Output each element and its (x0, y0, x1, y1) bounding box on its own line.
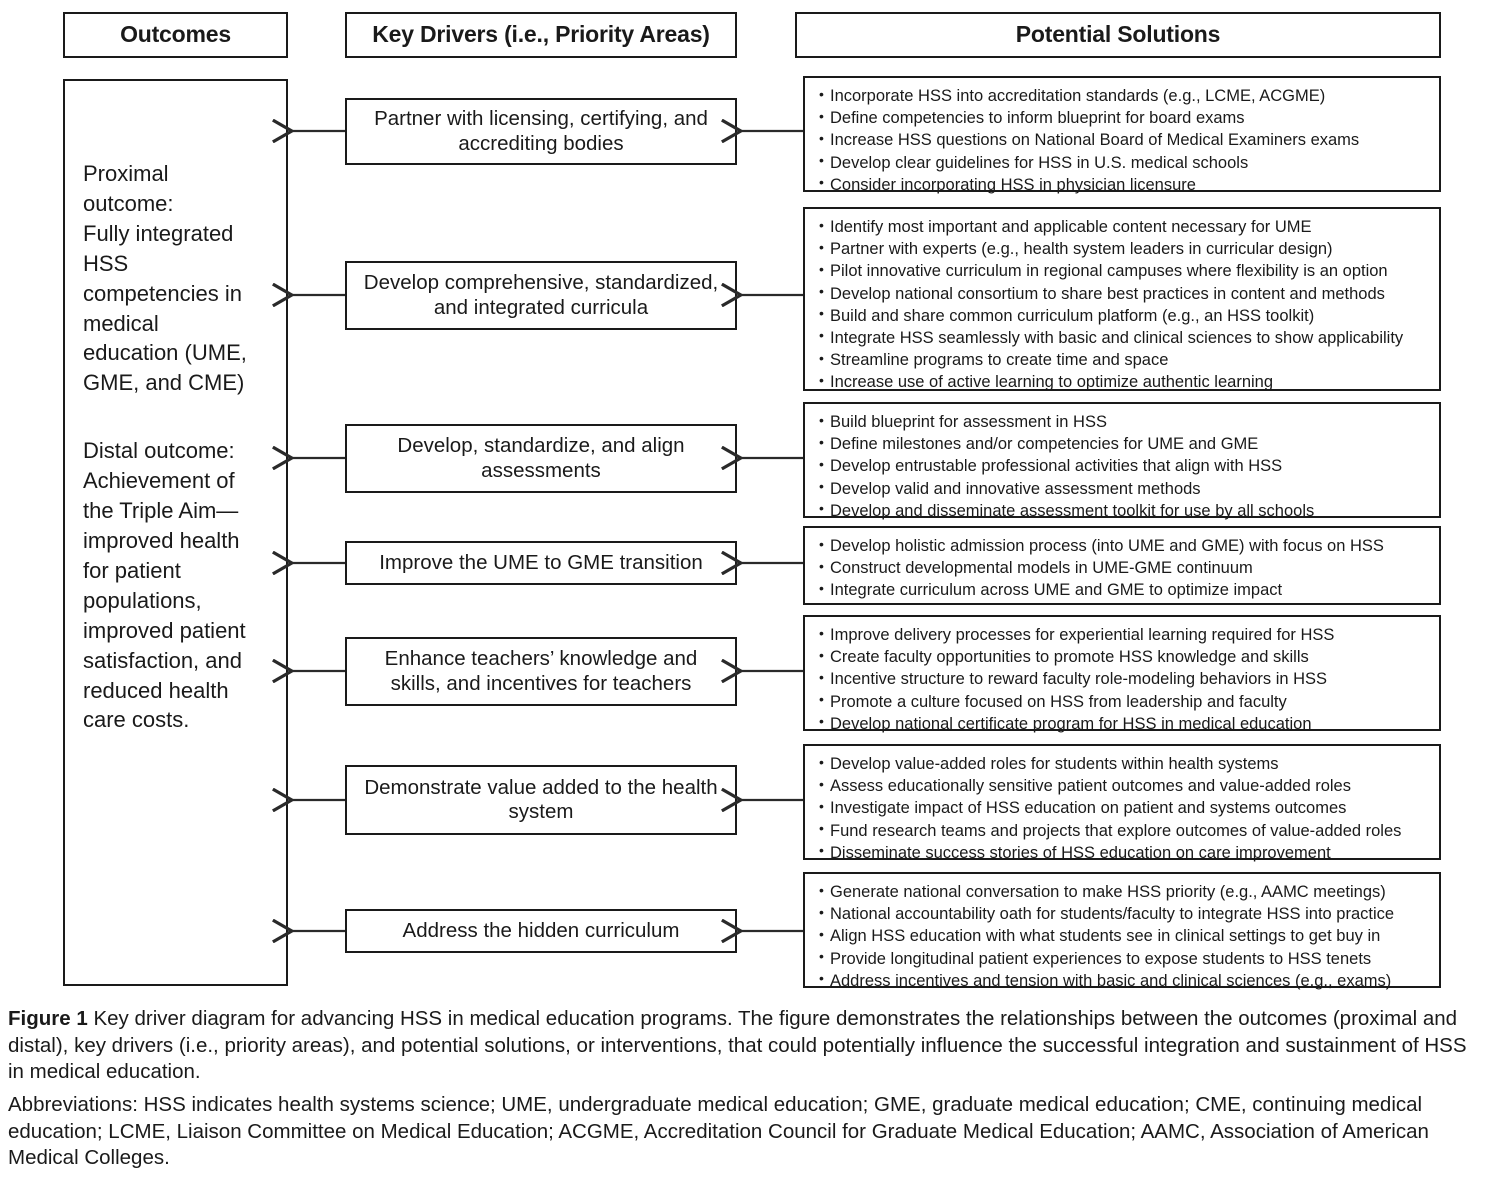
solutions-box-7[interactable]: Generate national conversation to make H… (803, 872, 1441, 990)
solutions-list-1: Incorporate HSS into accreditation stand… (819, 84, 1429, 196)
key-driver-box-3[interactable]: Develop, standardize, and align assessme… (345, 424, 737, 493)
solution-item: Fund research teams and projects that ex… (819, 819, 1429, 842)
solution-item: Incorporate HSS into accreditation stand… (819, 84, 1429, 107)
solution-item: Partner with experts (e.g., health syste… (819, 238, 1429, 260)
solution-item: Define milestones and/or competencies fo… (819, 433, 1429, 455)
solution-item: Pilot innovative curriculum in regional … (819, 260, 1429, 282)
key-driver-label-4: Improve the UME to GME transition (379, 550, 703, 574)
key-driver-label-2: Develop comprehensive, standardized, and… (363, 271, 719, 319)
column-header-key-drivers: Key Drivers (i.e., Priority Areas) (345, 12, 737, 58)
solution-item: Consider incorporating HSS in physician … (819, 173, 1429, 196)
solution-item: Disseminate success stories of HSS educa… (819, 841, 1429, 864)
solution-item: Streamline programs to create time and s… (819, 349, 1429, 371)
key-driver-box-7[interactable]: Address the hidden curriculum (345, 909, 737, 953)
distal-outcome-text: Distal outcome: Achievement of the Tripl… (83, 438, 246, 733)
solution-item: National accountability oath for student… (819, 903, 1429, 925)
column-header-outcomes-label: Outcomes (120, 21, 231, 48)
figure-caption: Figure 1 Key driver diagram for advancin… (8, 1006, 1486, 1086)
outcomes-column-box: Proximal outcome: Fully integrated HSS c… (63, 79, 288, 986)
solution-item: Develop entrustable professional activit… (819, 455, 1429, 477)
solution-item: Construct developmental models in UME-GM… (819, 557, 1429, 579)
solution-item: Build blueprint for assessment in HSS (819, 410, 1429, 433)
solution-item: Generate national conversation to make H… (819, 880, 1429, 903)
figure-label: Figure 1 (8, 1007, 88, 1030)
solutions-list-2: Identify most important and applicable c… (819, 215, 1429, 394)
key-driver-box-5[interactable]: Enhance teachers’ knowledge and skills, … (345, 637, 737, 706)
solution-item: Align HSS education with what students s… (819, 925, 1429, 947)
key-driver-box-4[interactable]: Improve the UME to GME transition (345, 541, 737, 585)
key-driver-box-6[interactable]: Demonstrate value added to the health sy… (345, 765, 737, 835)
solution-item: Address incentives and tension with basi… (819, 969, 1429, 992)
column-header-outcomes: Outcomes (63, 12, 288, 58)
key-driver-label-5: Enhance teachers’ knowledge and skills, … (384, 647, 698, 695)
solutions-list-7: Generate national conversation to make H… (819, 880, 1429, 992)
solutions-list-6: Develop value-added roles for students w… (819, 752, 1429, 864)
solution-item: Increase use of active learning to optim… (819, 371, 1429, 393)
solution-item: Develop national consortium to share bes… (819, 282, 1429, 305)
solution-item: Improve delivery processes for experient… (819, 623, 1429, 646)
solution-item: Integrate curriculum across UME and GME … (819, 579, 1429, 601)
key-driver-box-2[interactable]: Develop comprehensive, standardized, and… (345, 261, 737, 330)
solution-item: Increase HSS questions on National Board… (819, 129, 1429, 151)
solution-item: Incentive structure to reward faculty ro… (819, 668, 1429, 690)
column-header-key-drivers-label: Key Drivers (i.e., Priority Areas) (372, 21, 710, 48)
solution-item: Promote a culture focused on HSS from le… (819, 690, 1429, 713)
solution-item: Develop national certificate program for… (819, 712, 1429, 735)
solution-item: Develop value-added roles for students w… (819, 752, 1429, 775)
solution-item: Develop holistic admission process (into… (819, 534, 1429, 557)
key-driver-label-1: Partner with licensing, certifying, and … (374, 107, 708, 155)
column-header-potential-solutions: Potential Solutions (795, 12, 1441, 58)
key-driver-label-7: Address the hidden curriculum (402, 918, 680, 942)
solutions-box-4[interactable]: Develop holistic admission process (into… (803, 526, 1441, 605)
solutions-box-6[interactable]: Develop value-added roles for students w… (803, 744, 1441, 862)
solutions-list-3: Build blueprint for assessment in HSS De… (819, 410, 1429, 522)
solutions-list-4: Develop holistic admission process (into… (819, 534, 1429, 602)
solution-item: Define competencies to inform blueprint … (819, 107, 1429, 129)
figure-abbreviations: Abbreviations: HSS indicates health syst… (8, 1092, 1486, 1172)
solution-item: Build and share common curriculum platfo… (819, 304, 1429, 327)
solutions-box-1[interactable]: Incorporate HSS into accreditation stand… (803, 76, 1441, 194)
solution-item: Develop and disseminate assessment toolk… (819, 499, 1429, 522)
solution-item: Create faculty opportunities to promote … (819, 646, 1429, 668)
abbreviations-text: Abbreviations: HSS indicates health syst… (8, 1093, 1429, 1170)
arrows-driver-to-outcome (292, 131, 345, 931)
figure-caption-body: Key driver diagram for advancing HSS in … (8, 1007, 1467, 1084)
key-driver-box-1[interactable]: Partner with licensing, certifying, and … (345, 98, 737, 165)
column-header-potential-solutions-label: Potential Solutions (1015, 21, 1221, 48)
solution-item: Assess educationally sensitive patient o… (819, 775, 1429, 797)
solution-item: Integrate HSS seamlessly with basic and … (819, 326, 1429, 349)
solutions-box-2[interactable]: Identify most important and applicable c… (803, 207, 1441, 391)
solutions-box-3[interactable]: Build blueprint for assessment in HSS De… (803, 402, 1441, 520)
solution-item: Provide longitudinal patient experiences… (819, 947, 1429, 970)
solution-item: Identify most important and applicable c… (819, 215, 1429, 238)
arrows-solution-to-driver (741, 131, 803, 931)
solution-item: Investigate impact of HSS education on p… (819, 797, 1429, 819)
solutions-box-5[interactable]: Improve delivery processes for experient… (803, 615, 1441, 733)
solution-item: Develop valid and innovative assessment … (819, 477, 1429, 500)
solution-item: Develop clear guidelines for HSS in U.S.… (819, 151, 1429, 174)
solutions-list-5: Improve delivery processes for experient… (819, 623, 1429, 735)
key-driver-label-3: Develop, standardize, and align assessme… (397, 434, 685, 482)
key-driver-label-6: Demonstrate value added to the health sy… (364, 775, 718, 823)
proximal-outcome-text: Proximal outcome: Fully integrated HSS c… (83, 161, 247, 396)
